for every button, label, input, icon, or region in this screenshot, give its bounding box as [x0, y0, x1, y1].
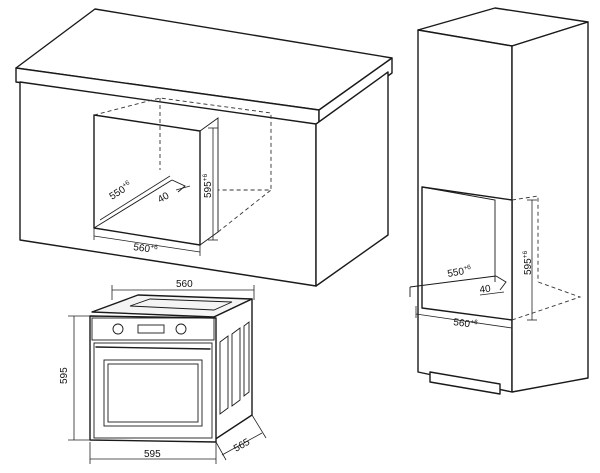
oven-door[interactable]	[93, 342, 213, 439]
oven-front-frame	[89, 315, 217, 443]
oven-door-window-inner	[107, 363, 199, 423]
tall-niche-floor-hidden	[511, 281, 582, 321]
left-gap-label: 40	[156, 190, 172, 205]
tall-niche-opening	[421, 186, 513, 321]
niche-opening	[93, 114, 201, 246]
oven-top-width-label: 560	[176, 279, 193, 290]
oven-side-vent-2	[231, 327, 241, 407]
right-cabinet: 550+6 40 595+6 560+6	[409, 7, 589, 395]
oven-right-knob[interactable]	[175, 323, 187, 335]
cabinet-side	[315, 71, 389, 287]
niche-back-bottom-hidden	[217, 189, 273, 233]
oven-side-vent-3	[243, 321, 250, 397]
tall-niche-depth-line	[409, 275, 497, 288]
right-gap-label: 40	[479, 283, 492, 296]
oven-depth-label: 565	[232, 437, 252, 455]
tall-cabinet-side	[511, 21, 589, 393]
oven-side-vent-1	[219, 335, 229, 415]
oven-display	[137, 324, 165, 334]
oven-door-window	[103, 359, 203, 427]
niche-floor-depth	[93, 179, 173, 229]
depth-dim-line	[99, 175, 171, 221]
right-width-label: 560+6	[453, 316, 479, 331]
oven-top-recess	[129, 298, 233, 311]
tall-niche-inner-top	[421, 186, 496, 282]
width-dim-line	[93, 235, 201, 253]
oven-height-label: 595	[59, 367, 70, 384]
oven-depth-tick-front	[215, 441, 227, 461]
tall-niche-back-hidden	[511, 195, 539, 282]
niche-floor-step	[171, 179, 186, 193]
oven-left-knob[interactable]	[112, 323, 124, 335]
left-height-label: 595+6	[202, 174, 214, 198]
tall-gap-dim	[479, 291, 505, 296]
oven-depth-dim	[221, 432, 263, 456]
left-cabinet: 550+6 40 595+6 560+6	[15, 8, 393, 287]
oven-depth-tick-back	[251, 414, 267, 439]
gap-dim-line	[175, 185, 191, 191]
left-width-label: 560+6	[133, 241, 159, 256]
right-depth-label: 550+6	[446, 264, 472, 280]
niche-inner-wall	[199, 117, 219, 246]
tall-width-dim	[415, 313, 513, 329]
tall-niche-step	[495, 275, 507, 291]
oven: 560 595 595	[59, 279, 267, 464]
tall-cabinet-plinth	[429, 371, 501, 395]
oven-bottom-width-label: 595	[144, 449, 161, 460]
oven-control-panel	[91, 317, 215, 341]
right-height-label: 595+6	[522, 251, 534, 275]
niche-back-top-hidden	[93, 97, 272, 190]
oven-door-handle[interactable]	[95, 346, 211, 350]
